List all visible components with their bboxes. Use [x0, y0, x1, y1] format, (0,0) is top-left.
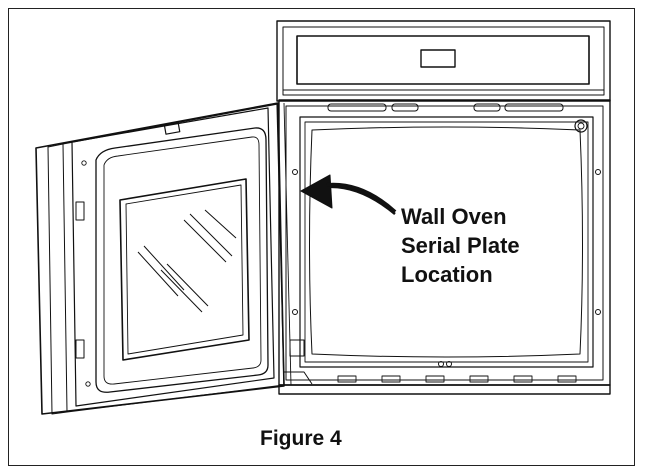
- figure-caption: Figure 4: [260, 427, 342, 450]
- callout-line-3: Location: [401, 262, 493, 287]
- oven-body: [278, 99, 611, 395]
- callout-line-2: Serial Plate: [401, 233, 520, 258]
- callout-line-1: Wall Oven: [401, 204, 507, 229]
- oven-door: [35, 102, 285, 415]
- serial-plate-callout: Wall Oven Serial Plate Location: [401, 202, 520, 289]
- control-panel: [276, 20, 611, 102]
- arrow-icon: [300, 174, 397, 215]
- figure-frame: [8, 8, 635, 466]
- hinge: [276, 102, 313, 386]
